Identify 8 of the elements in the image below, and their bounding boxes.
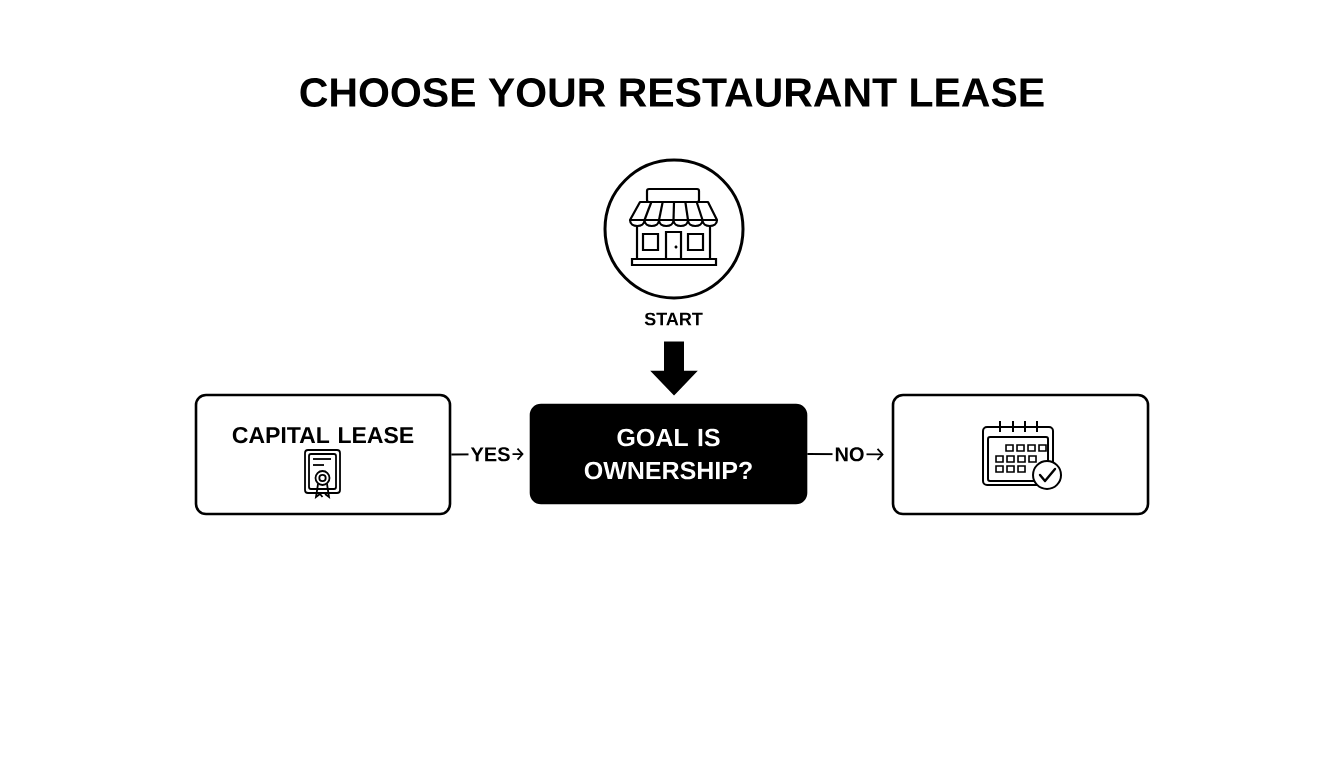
decision-box: GOAL IS OWNERSHIP? (529, 403, 808, 505)
edge-label: YES (468, 445, 513, 464)
process-box (891, 393, 1150, 516)
title: CHOOSE YOUR RESTAURANT LEASE (300, 78, 1044, 107)
circle (603, 158, 745, 300)
node-caption: START (644, 312, 703, 326)
edge-label: NO (832, 445, 867, 464)
process-box: CAPITAL LEASE (194, 393, 452, 516)
